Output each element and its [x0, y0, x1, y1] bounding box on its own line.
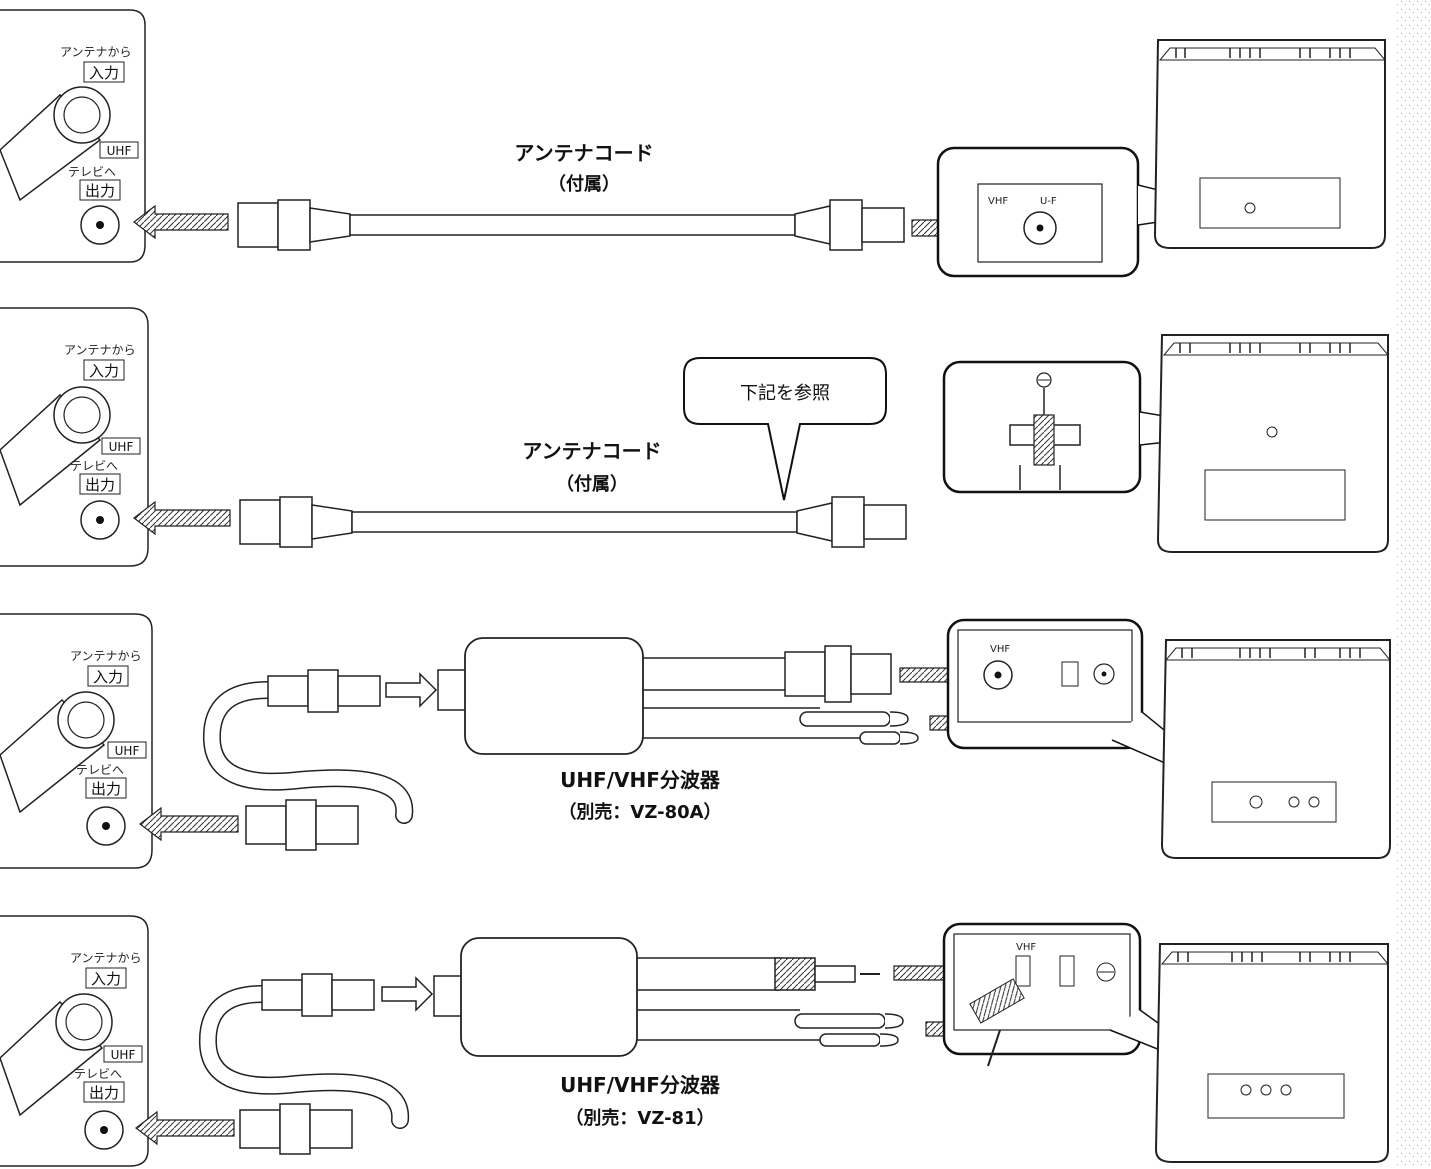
arrow-left-icon [136, 1112, 234, 1144]
callout-text: 下記を参照 [740, 383, 830, 404]
tv-rear [1155, 40, 1385, 248]
to-tv-label: テレビへ [74, 1067, 122, 1081]
deck-panel: アンテナから 入力 UHF テレビへ 出力 [0, 614, 152, 868]
see-below-callout: 下記を参照 [684, 358, 886, 500]
cable-sub-label: （付属） [548, 173, 620, 195]
arrow-left-icon [134, 502, 230, 534]
splitter-label: UHF/VHF分波器 [560, 768, 721, 792]
deck-panel: アンテナから 入力 UHF テレビへ 出力 [0, 308, 148, 566]
cable-label: アンテナコード [514, 141, 653, 165]
deck-panel: アンテナから 入力 UHF テレビへ 出力 [0, 10, 145, 262]
jumper-cable [208, 974, 400, 1154]
antenna-cord [240, 497, 906, 547]
from-antenna-label: アンテナから [64, 343, 136, 357]
row-4: アンテナから 入力 UHF テレビへ 出力 [0, 916, 1388, 1166]
uhf-label: UHF [115, 744, 140, 758]
uhf-jack-label: U-F [1040, 196, 1057, 207]
cable-label: アンテナコード [522, 439, 661, 463]
splitter-sub-label: （別売：VZ-80A） [558, 801, 721, 823]
row-3: アンテナから 入力 UHF テレビへ 出力 [0, 614, 1390, 868]
input-label: 入力 [89, 64, 119, 82]
tv-jack-zoom: VHF U-F [938, 148, 1138, 276]
uhf-label: UHF [109, 440, 134, 454]
input-label: 入力 [93, 668, 123, 686]
output-label: 出力 [91, 780, 121, 798]
tv-rear [1158, 335, 1388, 552]
tv-rear [1162, 640, 1390, 858]
input-label: 入力 [91, 970, 121, 988]
input-connector [58, 692, 114, 748]
input-connector [56, 994, 112, 1050]
arrow-left-icon [134, 206, 228, 238]
to-tv-label: テレビへ [70, 459, 118, 473]
input-label: 入力 [89, 362, 119, 380]
input-connector [54, 387, 110, 443]
output-label: 出力 [85, 182, 115, 200]
uhf-vhf-splitter [434, 938, 903, 1056]
output-label: 出力 [89, 1084, 119, 1102]
splitter-sub-label: （別売：VZ-81） [565, 1107, 714, 1129]
splitter-label: UHF/VHF分波器 [560, 1073, 721, 1097]
from-antenna-label: アンテナから [70, 649, 142, 663]
to-tv-label: テレビへ [68, 165, 116, 179]
tv-jack-zoom: VHF [944, 924, 1140, 1066]
vhf-jack-label: VHF [1016, 942, 1036, 953]
jumper-cable [212, 670, 404, 850]
row-1: アンテナから 入力 UHF テレビへ 出力 アンテナコード [0, 10, 1385, 276]
vhf-jack-label: VHF [988, 196, 1008, 207]
tv-jack-zoom: VHF [948, 620, 1142, 748]
from-antenna-label: アンテナから [70, 951, 142, 965]
deck-panel: アンテナから 入力 UHF テレビへ 出力 [0, 916, 148, 1166]
antenna-cord [238, 200, 904, 250]
row-2: アンテナから 入力 UHF テレビへ 出力 アンテナコード （付属） [0, 308, 1388, 566]
output-label: 出力 [85, 476, 115, 494]
arrow-left-icon [140, 808, 238, 840]
input-connector [54, 87, 110, 143]
tv-rear [1156, 944, 1388, 1162]
feeder-zoom [944, 362, 1140, 492]
from-antenna-label: アンテナから [60, 45, 132, 59]
uhf-label: UHF [111, 1048, 136, 1062]
cable-sub-label: （付属） [556, 473, 628, 495]
background-noise [1395, 0, 1431, 1169]
uhf-label: UHF [107, 144, 132, 158]
to-tv-label: テレビへ [76, 763, 124, 777]
arrow-right-icon [386, 674, 436, 706]
arrow-right-icon [382, 978, 432, 1010]
uhf-vhf-splitter [438, 638, 918, 754]
vhf-jack-label: VHF [990, 644, 1010, 655]
